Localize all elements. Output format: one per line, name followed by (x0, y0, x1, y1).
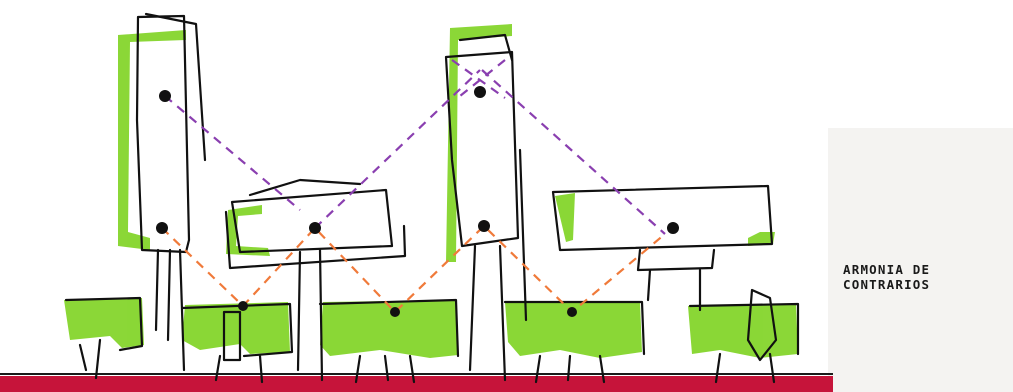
caption: ARMONIA DE CONTRARIOS (843, 262, 1008, 292)
diagonal-lines (162, 60, 665, 312)
ground-band (0, 376, 833, 392)
slab-left (232, 190, 392, 252)
caption-line-2: CONTRARIOS (843, 277, 1008, 292)
green-wash (64, 24, 798, 358)
slab-right (553, 186, 772, 250)
tower-left (137, 16, 189, 252)
caption-line-1: ARMONIA DE (843, 262, 1008, 277)
